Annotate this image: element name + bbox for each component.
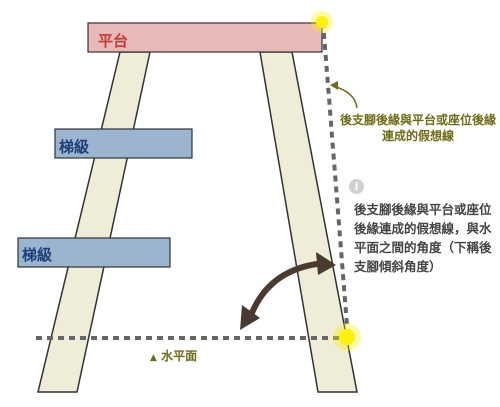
horizontal-marker-icon: ▲	[150, 353, 157, 363]
horizontal-plane-label: ▲ 水平面	[150, 347, 197, 364]
front-leg	[37, 51, 151, 393]
angle-arrow-head-right	[316, 252, 336, 275]
angle-arrow	[247, 260, 326, 320]
highlight-bottom	[333, 323, 361, 351]
info-icon: i	[349, 179, 364, 194]
info-description: 後支腳後緣與平台或座位後緣連成的假想線，與水平面之間的角度（下稱後支腳傾斜角度）	[354, 202, 492, 274]
imaginary-line	[321, 21, 350, 339]
highlight-top	[311, 11, 333, 33]
horizontal-plane-text: 水平面	[161, 349, 198, 363]
angle-arrow-head-left	[240, 305, 260, 330]
rung-label-upper: 梯級	[59, 138, 90, 156]
annotation-pointer	[332, 85, 358, 109]
imaginary-line-label: 後支腳後緣與平台或座位後緣連成的假想線	[339, 113, 496, 143]
rung-lower	[17, 237, 171, 268]
platform-label: 平台	[98, 32, 129, 50]
annotation-pointer-head	[330, 81, 338, 90]
rung-label-lower: 梯級	[22, 246, 53, 264]
platform	[87, 22, 323, 53]
rung-upper	[54, 128, 193, 159]
